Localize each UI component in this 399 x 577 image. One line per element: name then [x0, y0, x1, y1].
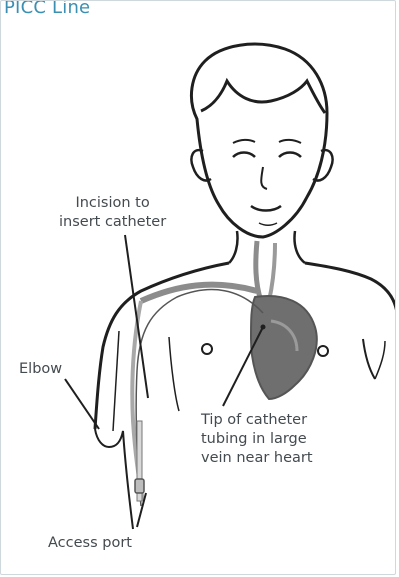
hair-line — [201, 81, 325, 113]
right-brow — [279, 140, 301, 143]
left-brow — [233, 140, 255, 143]
catheter-line — [136, 290, 263, 506]
tip-leader-dot — [261, 325, 266, 330]
right-nipple — [318, 346, 328, 356]
label-catheter-tip: Tip of catheter tubing in large vein nea… — [201, 411, 313, 468]
forearm-outline — [95, 429, 133, 529]
right-eye — [279, 153, 301, 158]
head-outline — [191, 44, 327, 237]
label-elbow: Elbow — [19, 360, 62, 379]
neck-right — [294, 231, 305, 263]
chin — [259, 223, 277, 225]
right-armpit-2 — [375, 341, 385, 379]
chest-side — [169, 337, 179, 411]
jugular-vein-2 — [269, 243, 275, 301]
label-incision: Incision to insert catheter — [59, 194, 166, 232]
subclavian-vein — [141, 285, 257, 301]
left-nipple — [202, 344, 212, 354]
arm-inner-line — [113, 331, 119, 431]
label-access-port: Access port — [48, 534, 132, 553]
left-eye — [233, 153, 255, 158]
neck-left — [229, 231, 238, 263]
nose — [261, 167, 267, 189]
elbow-leader — [65, 379, 99, 429]
mouth — [251, 206, 281, 211]
right-armpit — [363, 339, 375, 379]
right-shoulder — [305, 263, 396, 313]
access-port — [135, 479, 144, 493]
